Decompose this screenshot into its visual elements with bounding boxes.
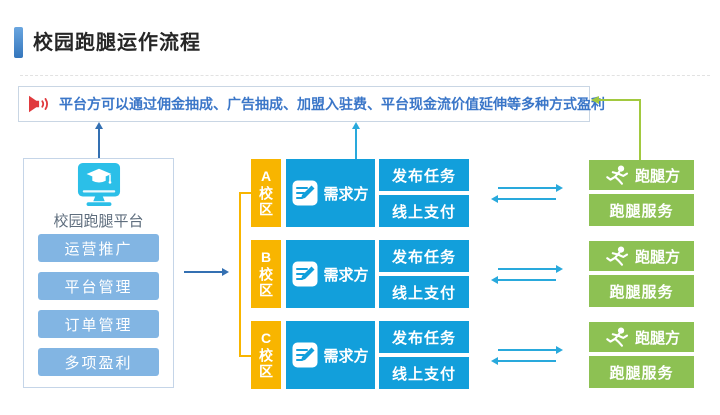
service-block-c: 跑腿服务 — [589, 356, 694, 388]
runner-to-banner-line-vertical — [639, 100, 641, 160]
runner-icon — [603, 164, 629, 186]
flow-arrow-right-b — [498, 265, 563, 273]
demand-label: 需求方 — [323, 185, 369, 203]
platform-button-operations: 运营推广 — [38, 234, 159, 262]
platform-label: 校园跑腿平台 — [53, 213, 144, 230]
runner-label: 跑腿方 — [634, 329, 680, 347]
demand-block-a: 需求方 — [286, 159, 375, 227]
campus-row-b: B校区 需求方 发布任务 线上支付 跑腿方 跑腿服务 — [251, 240, 694, 308]
task-pay-a: 线上支付 — [379, 195, 469, 227]
platform-to-campus-arrow — [184, 268, 229, 276]
runner-to-banner-line-horizontal — [598, 99, 641, 101]
campus-b-label: B校区 — [251, 240, 281, 308]
demand-block-c: 需求方 — [286, 321, 375, 389]
platform-button-management: 平台管理 — [38, 272, 159, 300]
demand-block-b: 需求方 — [286, 240, 375, 308]
task-publish-b: 发布任务 — [379, 240, 469, 272]
graduation-monitor-icon — [77, 162, 121, 208]
runner-block-a: 跑腿方 — [589, 160, 694, 190]
demand-label: 需求方 — [323, 347, 369, 365]
edit-note-icon — [292, 180, 318, 206]
flow-arrow-left-b — [491, 276, 556, 284]
campus-a-label: A校区 — [251, 159, 281, 227]
flow-arrow-right-c — [498, 346, 563, 354]
task-pay-c: 线上支付 — [379, 357, 469, 389]
campus-row-c: C校区 需求方 发布任务 线上支付 跑腿方 跑腿服务 — [251, 321, 694, 389]
campus-c-label: C校区 — [251, 321, 281, 389]
runner-block-b: 跑腿方 — [589, 241, 694, 271]
edit-note-icon — [292, 342, 318, 368]
title-accent-bar — [14, 27, 23, 58]
runner-block-c: 跑腿方 — [589, 322, 694, 352]
task-publish-c: 发布任务 — [379, 321, 469, 353]
speaker-icon — [28, 93, 52, 115]
campus-bracket-stub-a — [239, 192, 251, 194]
platform-panel: 校园跑腿平台 运营推广 平台管理 订单管理 多项盈利 — [23, 158, 174, 388]
campus-bracket-line — [239, 192, 241, 357]
flow-arrow-left-c — [491, 357, 556, 365]
runner-to-banner-arrowhead — [591, 96, 599, 104]
campus-bracket-stub-c — [239, 355, 251, 357]
platform-button-profit: 多项盈利 — [38, 348, 159, 376]
task-publish-a: 发布任务 — [379, 159, 469, 191]
platform-to-banner-arrow — [95, 122, 103, 158]
demand-label: 需求方 — [323, 266, 369, 284]
service-block-b: 跑腿服务 — [589, 275, 694, 307]
platform-button-orders: 订单管理 — [38, 310, 159, 338]
flow-arrow-right-a — [498, 184, 563, 192]
page-title: 校园跑腿运作流程 — [33, 32, 201, 54]
service-block-a: 跑腿服务 — [589, 194, 694, 226]
runner-label: 跑腿方 — [634, 248, 680, 266]
campus-row-a: A校区 需求方 发布任务 线上支付 跑腿方 跑腿服务 — [251, 159, 694, 227]
runner-icon — [603, 326, 629, 348]
task-pay-b: 线上支付 — [379, 276, 469, 308]
profit-banner-text: 平台方可以通过佣金抽成、广告抽成、加盟入驻费、平台现金流价值延伸等多种方式盈利 — [59, 96, 605, 112]
title-divider — [20, 75, 710, 76]
flow-arrow-left-a — [491, 195, 556, 203]
campus-to-banner-arrow — [352, 122, 360, 159]
edit-note-icon — [292, 261, 318, 287]
runner-icon — [603, 245, 629, 267]
profit-banner: 平台方可以通过佣金抽成、广告抽成、加盟入驻费、平台现金流价值延伸等多种方式盈利 — [18, 86, 605, 122]
runner-label: 跑腿方 — [634, 167, 680, 185]
